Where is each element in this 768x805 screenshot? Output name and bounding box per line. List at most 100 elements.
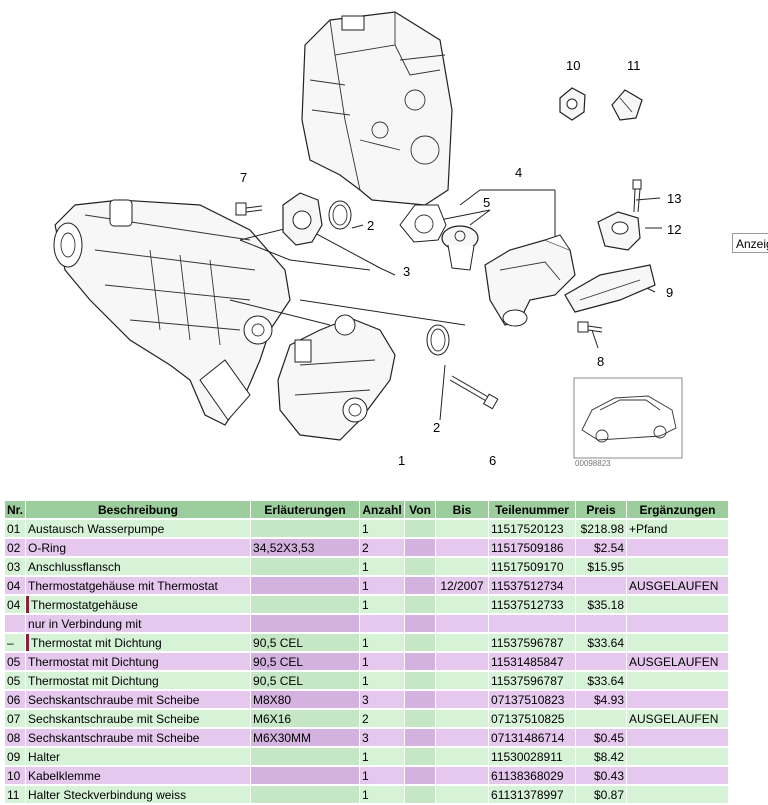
cell-to bbox=[436, 786, 489, 803]
cell-description: Anschlussflansch bbox=[26, 558, 251, 575]
cell-quantity: 2 bbox=[360, 539, 405, 556]
cell-nr: 02 bbox=[5, 539, 26, 556]
cell-quantity: 1 bbox=[360, 577, 405, 594]
cell-description: Austausch Wasserpumpe bbox=[26, 520, 251, 537]
cell-to bbox=[436, 539, 489, 556]
cell-nr: – bbox=[5, 634, 26, 651]
cell-part-number[interactable] bbox=[489, 615, 576, 632]
table-header: Nr. Beschreibung Erläuterungen Anzahl Vo… bbox=[5, 501, 729, 518]
callout-6: 6 bbox=[489, 453, 496, 468]
callout-13: 13 bbox=[667, 191, 681, 206]
cell-part-number[interactable]: 11537512733 bbox=[489, 596, 576, 613]
cell-part-number[interactable]: 07131486714 bbox=[489, 729, 576, 746]
cell-description: Halter bbox=[26, 748, 251, 765]
cell-part-number[interactable]: 11517509170 bbox=[489, 558, 576, 575]
cell-to bbox=[436, 729, 489, 746]
cell-part-number[interactable]: 11537596787 bbox=[489, 672, 576, 689]
callout-4: 4 bbox=[515, 165, 522, 180]
thermostat bbox=[441, 225, 479, 271]
bracket bbox=[564, 264, 656, 313]
bolt-6 bbox=[449, 375, 499, 410]
cell-part-number[interactable]: 61131378997 bbox=[489, 786, 576, 803]
cell-part-number[interactable]: 07137510825 bbox=[489, 710, 576, 727]
col-header-price[interactable]: Preis bbox=[576, 501, 627, 518]
cell-from bbox=[405, 539, 436, 556]
cell-from bbox=[405, 634, 436, 651]
cell-additions bbox=[627, 786, 729, 803]
cell-notes bbox=[251, 786, 360, 803]
cell-part-number[interactable]: 11517520123 bbox=[489, 520, 576, 537]
cell-description: Thermostat mit Dichtung bbox=[26, 634, 251, 651]
col-header-part-number[interactable]: Teilenummer bbox=[489, 501, 576, 518]
cell-description: Sechskantschraube mit Scheibe bbox=[26, 691, 251, 708]
col-header-from[interactable]: Von bbox=[405, 501, 436, 518]
cell-notes bbox=[251, 615, 360, 632]
cell-additions bbox=[627, 615, 729, 632]
show-button[interactable]: Anzeigen bbox=[732, 233, 768, 253]
callout-9: 9 bbox=[666, 285, 673, 300]
col-header-to[interactable]: Bis bbox=[436, 501, 489, 518]
cell-nr: 11 bbox=[5, 786, 26, 803]
cell-price: $2.54 bbox=[576, 539, 627, 556]
cell-additions: +Pfand bbox=[627, 520, 729, 537]
cell-description: Thermostatgehäuse bbox=[26, 596, 251, 613]
callout-2-upper: 2 bbox=[367, 218, 374, 233]
cell-additions bbox=[627, 672, 729, 689]
col-header-description[interactable]: Beschreibung bbox=[26, 501, 251, 518]
cell-description: nur in Verbindung mit bbox=[26, 615, 251, 632]
cell-to bbox=[436, 615, 489, 632]
table-row[interactable]: nur in Verbindung mit bbox=[5, 615, 729, 632]
cell-notes bbox=[251, 520, 360, 537]
col-header-additions[interactable]: Ergänzungen bbox=[627, 501, 729, 518]
cell-part-number[interactable]: 11517509186 bbox=[489, 539, 576, 556]
col-header-notes[interactable]: Erläuterungen bbox=[251, 501, 360, 518]
cell-to bbox=[436, 634, 489, 651]
cell-part-number[interactable]: 07137510823 bbox=[489, 691, 576, 708]
callout-12: 12 bbox=[667, 222, 681, 237]
col-header-nr[interactable]: Nr. bbox=[5, 501, 26, 518]
cell-quantity: 1 bbox=[360, 748, 405, 765]
cell-from bbox=[405, 615, 436, 632]
cell-quantity: 3 bbox=[360, 729, 405, 746]
cell-part-number[interactable]: 11531485847 bbox=[489, 653, 576, 670]
cell-part-number[interactable]: 61138368029 bbox=[489, 767, 576, 784]
col-header-quantity[interactable]: Anzahl bbox=[360, 501, 405, 518]
connector-holder bbox=[611, 89, 643, 121]
cell-price: $0.45 bbox=[576, 729, 627, 746]
cell-from bbox=[405, 520, 436, 537]
cell-price: $33.64 bbox=[576, 634, 627, 651]
cell-price: $0.87 bbox=[576, 786, 627, 803]
cell-quantity bbox=[360, 615, 405, 632]
cell-from bbox=[405, 748, 436, 765]
callout-2-lower: 2 bbox=[433, 420, 440, 435]
cell-notes bbox=[251, 577, 360, 594]
cell-from bbox=[405, 710, 436, 727]
cell-part-number[interactable]: 11537596787 bbox=[489, 634, 576, 651]
cell-additions: AUSGELAUFEN bbox=[627, 577, 729, 594]
bolt-8 bbox=[577, 321, 603, 333]
cell-nr: 08 bbox=[5, 729, 26, 746]
cell-notes: 90,5 CEL bbox=[251, 672, 360, 689]
cell-from bbox=[405, 596, 436, 613]
cell-part-number[interactable]: 11537512734 bbox=[489, 577, 576, 594]
bolt-13 bbox=[632, 179, 642, 213]
cell-to bbox=[436, 748, 489, 765]
cell-quantity: 1 bbox=[360, 520, 405, 537]
cell-part-number[interactable]: 11530028911 bbox=[489, 748, 576, 765]
cell-description: Sechskantschraube mit Scheibe bbox=[26, 710, 251, 727]
cell-additions bbox=[627, 539, 729, 556]
